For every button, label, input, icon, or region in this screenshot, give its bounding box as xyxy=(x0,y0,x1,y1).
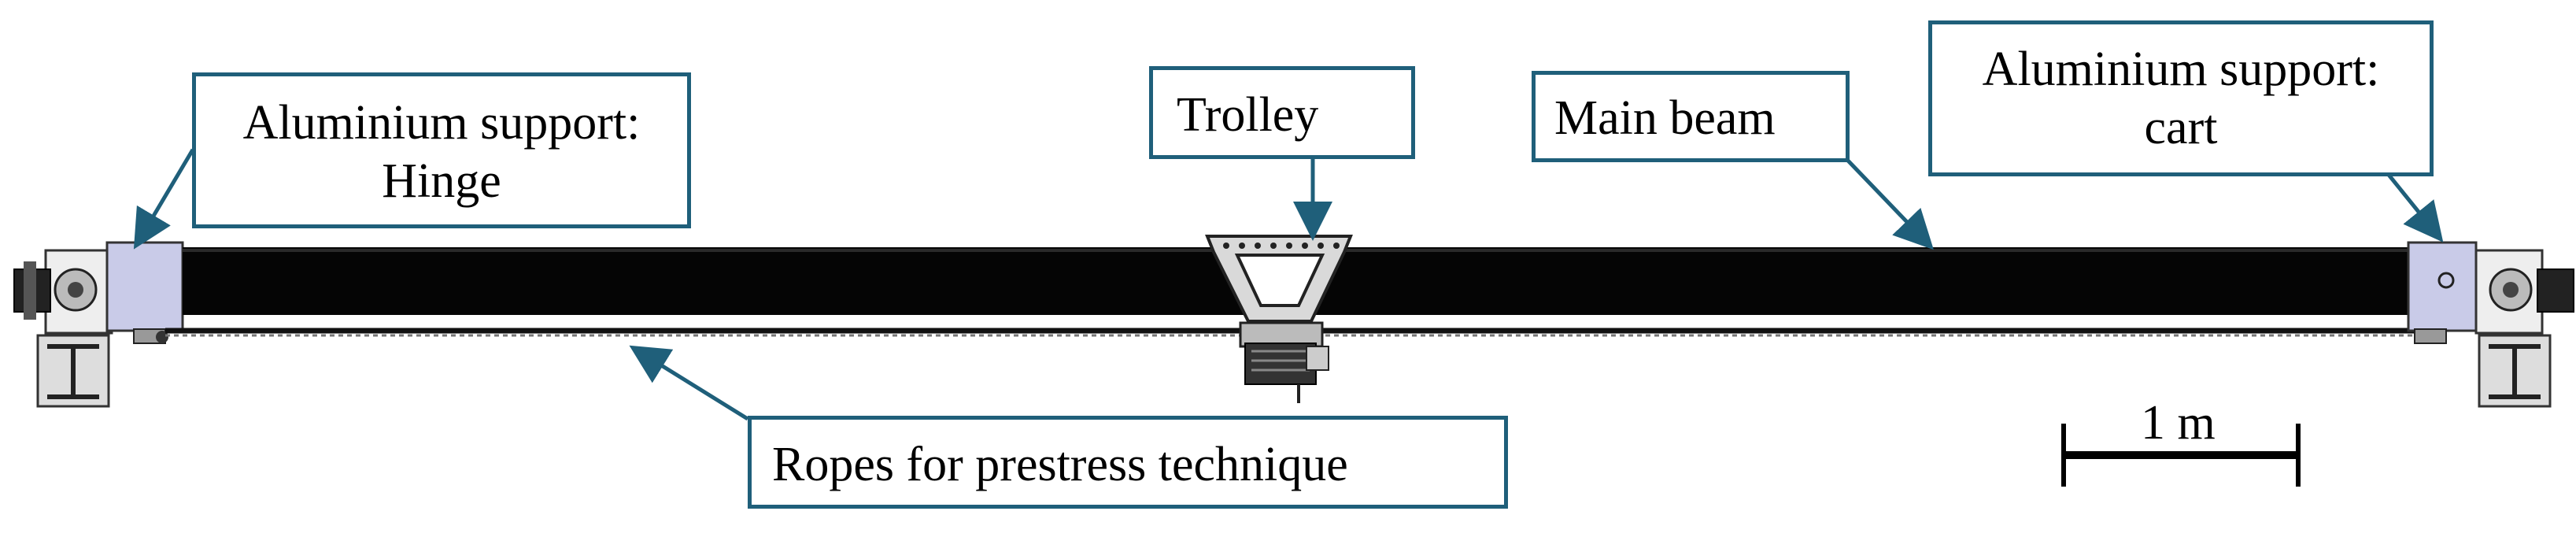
scale-bar-label: 1 m xyxy=(2141,396,2216,450)
main-beam-arrow xyxy=(1846,159,1934,250)
cart-callout-line1: Aluminium support: xyxy=(1982,43,2380,96)
main-beam-callout: Main beam xyxy=(1532,71,1850,162)
cart-arrow xyxy=(2387,173,2444,243)
hinge-callout-line2: Hinge xyxy=(382,154,501,208)
cart-callout: Aluminium support: cart xyxy=(1928,20,2434,176)
hinge-callout-line1: Aluminium support: xyxy=(242,96,641,150)
ropes-arrow xyxy=(629,345,749,421)
main-beam-callout-label: Main beam xyxy=(1554,91,1776,145)
right-motor-assembly xyxy=(2474,249,2574,408)
cart-support xyxy=(2407,241,2478,344)
trolley-callout-label: Trolley xyxy=(1177,88,1319,142)
left-motor-assembly xyxy=(13,249,113,408)
trolley-callout: Trolley xyxy=(1149,66,1415,159)
hinge-arrow xyxy=(133,148,195,250)
hinge-callout: Aluminium support: Hinge xyxy=(192,72,691,228)
ropes-callout-label: Ropes for prestress technique xyxy=(772,438,1348,491)
trolley xyxy=(1205,235,1353,403)
cart-callout-line2: cart xyxy=(2144,101,2218,154)
ropes-callout: Ropes for prestress technique xyxy=(748,416,1508,509)
scale-bar xyxy=(2061,424,2301,487)
